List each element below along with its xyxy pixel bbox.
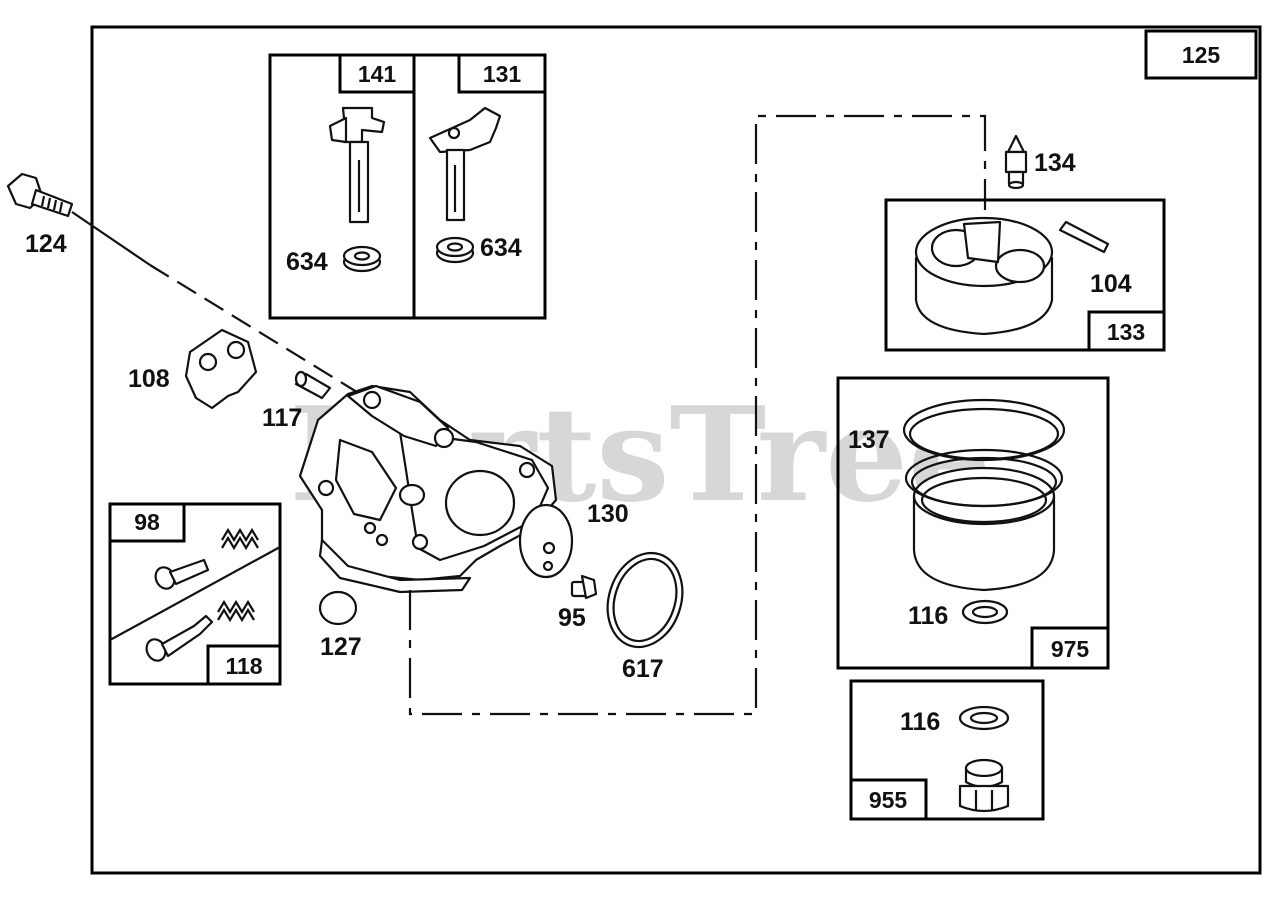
assembly-number-box[interactable]: 125 bbox=[1144, 29, 1258, 80]
kit-975-box[interactable]: 975 bbox=[836, 376, 1110, 670]
part-116-label-955: 116 bbox=[900, 708, 940, 736]
float-133-part[interactable] bbox=[914, 216, 1054, 336]
washer-634-left[interactable] bbox=[342, 245, 382, 273]
kit-141-label: 141 bbox=[358, 61, 397, 87]
connection-dashed-line bbox=[408, 114, 987, 716]
screw-95-part[interactable] bbox=[570, 574, 598, 600]
washer-116-in-955[interactable] bbox=[958, 705, 1010, 731]
washer-116-in-975[interactable] bbox=[961, 599, 1009, 625]
needle-134-part[interactable] bbox=[1004, 134, 1028, 190]
kit-98-118-box[interactable]: 98 118 bbox=[108, 502, 282, 686]
part-95-label: 95 bbox=[558, 604, 586, 632]
idle-spring-part[interactable] bbox=[221, 527, 259, 551]
part-124-label: 124 bbox=[25, 230, 67, 258]
part-137-label: 137 bbox=[848, 426, 890, 454]
mixture-spring-part[interactable] bbox=[217, 599, 255, 623]
choke-shaft-part[interactable] bbox=[428, 106, 502, 222]
kit-955-box[interactable]: 955 bbox=[849, 679, 1045, 821]
kit-975-label: 975 bbox=[1051, 636, 1090, 662]
part-617-label: 617 bbox=[622, 655, 664, 683]
part-108-label: 108 bbox=[128, 365, 170, 393]
throttle-shaft-part[interactable] bbox=[328, 106, 386, 224]
bolt-guide-dashed bbox=[149, 264, 371, 401]
washer-634-right[interactable] bbox=[435, 236, 475, 264]
kit-131-box[interactable]: 131 bbox=[412, 53, 547, 320]
bolt-guide-line bbox=[71, 211, 151, 266]
kit-133-label: 133 bbox=[1107, 319, 1145, 345]
disc-130-part[interactable] bbox=[518, 503, 574, 579]
part-127-label: 127 bbox=[320, 633, 362, 661]
part-634-label-right: 634 bbox=[480, 234, 522, 262]
part-134-label: 134 bbox=[1034, 149, 1076, 177]
gasket-108-part[interactable] bbox=[184, 328, 258, 410]
pin-104-part[interactable] bbox=[1058, 220, 1110, 254]
part-117-label: 117 bbox=[262, 404, 302, 432]
part-104-label: 104 bbox=[1090, 270, 1132, 298]
diagram-frame bbox=[90, 25, 1262, 875]
kit-98-label: 98 bbox=[134, 509, 160, 535]
bowl-975-part[interactable] bbox=[912, 466, 1056, 592]
assembly-number-label: 125 bbox=[1182, 42, 1221, 68]
idle-screw-part[interactable] bbox=[152, 558, 210, 592]
mixture-screw-part[interactable] bbox=[143, 614, 214, 664]
kit-131-label: 131 bbox=[483, 61, 522, 87]
carburetor-body-part[interactable] bbox=[298, 384, 558, 594]
kit-141-box[interactable]: 141 bbox=[268, 53, 416, 320]
oring-137-part[interactable] bbox=[902, 398, 1066, 508]
bolt-124-part[interactable] bbox=[6, 172, 74, 218]
oring-617-part[interactable] bbox=[596, 543, 694, 657]
kit-118-label: 118 bbox=[225, 653, 262, 679]
plug-127-part[interactable] bbox=[318, 590, 358, 626]
part-634-label-left: 634 bbox=[286, 248, 328, 276]
bowl-nut-955-part[interactable] bbox=[958, 758, 1010, 813]
pin-117-part[interactable] bbox=[294, 370, 332, 400]
part-130-label: 130 bbox=[587, 500, 629, 528]
part-116-label-975: 116 bbox=[908, 602, 948, 630]
kit-133-box[interactable]: 133 bbox=[884, 198, 1166, 352]
kit-955-label: 955 bbox=[869, 787, 908, 813]
